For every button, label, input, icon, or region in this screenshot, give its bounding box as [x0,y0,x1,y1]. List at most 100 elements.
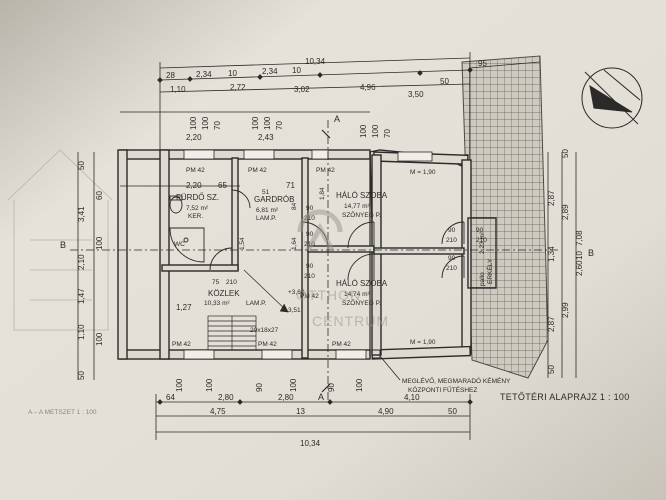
faded-elevation-sketch [7,149,113,331]
door-6-width: 90 [306,205,314,212]
plan-title: TETŐTÉRI ALAPRAJZ 1 : 100 [500,392,630,402]
door-5-height: 210 [226,279,237,286]
room-balcony-area: 2,23 m² [479,231,486,254]
opening-labels: 100 100 70 100 100 70 100 100 70 [189,116,392,138]
left-dim-2: 2,10 [77,254,86,270]
room-hall-name: KÖZLEK [208,289,240,298]
top-dim-r1-1: 2,34 [196,70,212,79]
section-mark-a-bottom: A [318,392,324,402]
section-arrows [321,129,331,393]
door-2-width: 90 [306,263,314,270]
room-wardrobe-floor: LAM.P. [256,215,277,222]
opening-label-6: 100 [359,124,368,138]
room-balcony-floor: pallo [479,272,486,286]
m-label-1: M = 1,90 [410,339,436,346]
bottom-dim-r1-0: 64 [166,393,175,402]
north-arrow-icon [581,67,643,129]
room-bath-name: FÜRDŐ SZ. [176,193,219,202]
bottom-tick-5: 100 [355,378,364,392]
top-dim-r1-4: 10 [292,66,301,75]
section-mark-b-left: B [60,240,66,250]
top-dim-r2-0: 1,10 [170,85,186,94]
right-dim-c1-3: 50 [547,365,556,374]
room-balcony-name: ERKÉLY [485,258,494,284]
door-7-height: 210 [476,237,487,244]
room-hall-floor: LAM.P. [246,300,267,307]
door-6-height: 210 [304,215,315,222]
door-7-width: 90 [476,227,484,234]
opening-label-3: 100 [251,116,260,130]
interior-dim-4: 71 [286,181,295,190]
right-dim-c3-0: 7,08 [575,230,584,246]
bottom-tick-4: 90 [327,383,336,392]
door-3-width: 90 [448,227,456,234]
stair-size-label: 20x18x27 [250,327,279,334]
right-dim-c1-2: 2,87 [547,316,556,332]
room-bed2-area: 14,74 m² [344,291,370,298]
watermark-text-2: CENTRUM [312,313,389,329]
stair-level2-label: 3,51 [288,307,301,314]
left-dim-0: 50 [77,161,86,170]
room-bed1-floor: SZŐNYEG P. [342,210,381,219]
left-dim-3: 1,47 [77,288,86,304]
pm-label-4: PM 42 [258,341,277,348]
pm-label-6: PM 42 [300,293,319,300]
room-hall-area: 10,33 m² [204,300,230,307]
bath-tub-icon [169,227,205,263]
bottom-dim-r1-2: 2,80 [278,393,294,402]
bottom-dim-r1-1: 2,80 [218,393,234,402]
right-dim-c1-1: 1,34 [547,246,556,262]
interior-dim-9: 1,84 [319,187,326,200]
dimension-ticks [157,67,473,405]
room-wc-name: WC [174,241,185,248]
section-mark-b-right: B [588,248,594,258]
interior-dim-6: 1,27 [176,303,192,312]
interior-dim-3: 65 [218,181,227,190]
room-bath-area: 7,52 m² [186,205,209,212]
door-3-height: 210 [446,237,457,244]
pm-label-3: PM 42 [172,341,191,348]
bottom-dim-r1-3: 4,10 [404,393,420,402]
room-bed1-area: 14,77 m² [344,203,370,210]
bottom-tick-0: 100 [175,378,184,392]
watermark-text-1: OTTHON [296,287,361,303]
top-dim-r1-2: 10 [228,69,237,78]
left-inner-0: 100 [95,236,104,250]
section-lines [70,120,560,400]
pm-label-5: PM 42 [332,341,351,348]
door-2-height: 210 [304,273,315,280]
room-wardrobe-code: 51 [262,189,270,196]
opening-label-5: 70 [275,121,284,130]
top-dim-total: 10,34 [305,57,326,66]
pm-label-1: PM 42 [248,167,267,174]
opening-label-1: 100 [201,116,210,130]
pm-label-2: PM 42 [316,167,335,174]
stair-level-label: +3,60 [288,289,305,296]
m-label-0: M = 1,90 [410,169,436,176]
room-bed2-floor: SZŐNYEG P. [342,298,381,307]
right-dim-c3-2: 10 [575,251,584,260]
watermark-logo [297,209,343,252]
room-bath-floor: KER. [188,213,203,220]
right-dim-c3-1: 2,60 [575,260,584,276]
left-dim-5: 50 [77,371,86,380]
section-note: A – A METSZET 1 : 100 [28,409,97,416]
room-wardrobe-name: GARDRÓB [254,195,294,204]
interior-dim-2: 2,20 [186,181,202,190]
roof-hatch-area [461,55,549,379]
door-5-width: 75 [212,279,220,286]
bottom-tick-3: 100 [289,378,298,392]
top-dim-r2-1: 2,72 [230,83,246,92]
opening-label-2: 70 [213,121,222,130]
bottom-dim-r2-1: 13 [296,407,305,416]
left-inner-1: 100 [95,332,104,346]
bottom-tick-2: 90 [255,383,264,392]
opening-label-7: 100 [371,124,380,138]
top-dim-r2-4: 3,50 [408,90,424,99]
door-1-width: 90 [306,231,314,238]
interior-dim-5: 1,54 [239,237,246,250]
section-mark-a-top: A [334,114,340,124]
bottom-dim-total: 10,34 [300,439,321,448]
